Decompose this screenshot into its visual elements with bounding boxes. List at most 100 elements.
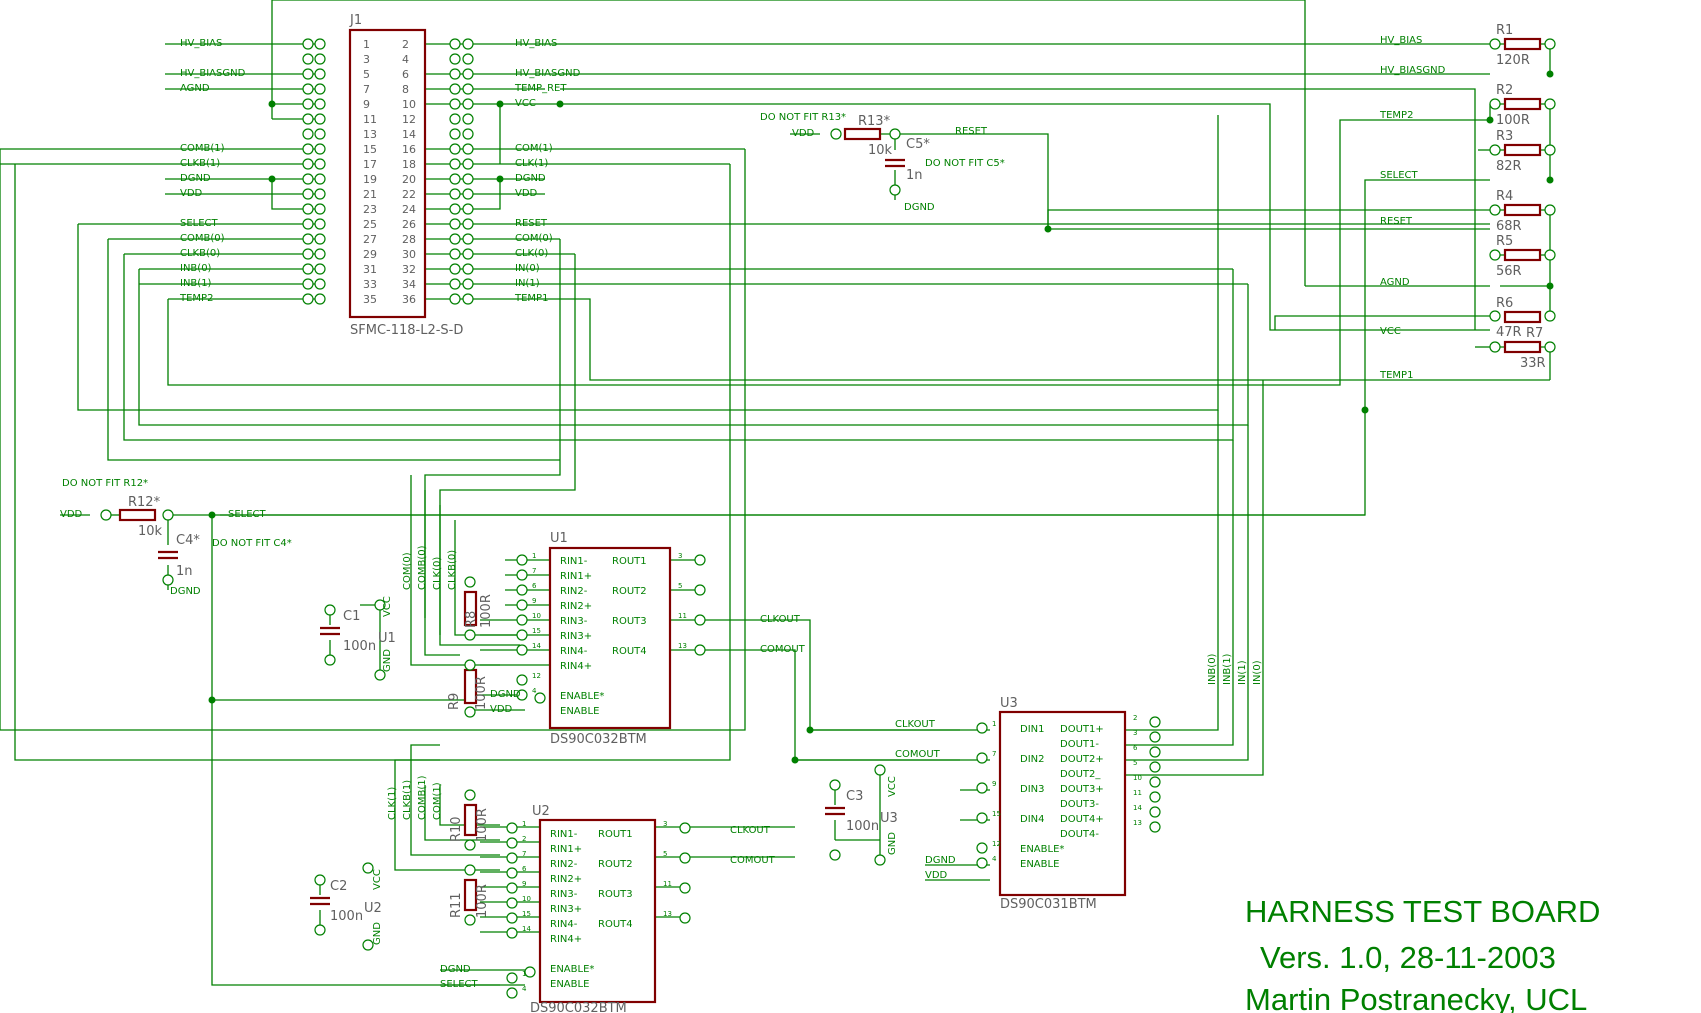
j1-terminal-15: [314, 143, 326, 155]
j1-terminal-8: [462, 83, 474, 95]
u1-value: DS90C032BTM: [550, 732, 647, 747]
j1-terminal-22: [462, 188, 474, 200]
u1-out-terminal: [694, 554, 706, 566]
r12-note: DO NOT FIT R12*: [62, 478, 148, 489]
u1-in-name: RIN3-: [560, 616, 588, 627]
u1-clkout: CLKOUT: [760, 614, 801, 625]
j1-pin-17: 17: [363, 158, 377, 171]
j1-left-net: HV_BIAS: [180, 38, 222, 49]
u1-in-name: RIN1+: [560, 571, 592, 582]
j1-pin-22: 22: [402, 188, 416, 201]
decoupling-c1: C1 100n U1 VCC GND: [320, 596, 396, 681]
j1-terminal-2: [449, 38, 461, 50]
j1-terminal-31: [314, 263, 326, 275]
title-line-1: HARNESS TEST BOARD: [1245, 894, 1600, 929]
j1-terminal-29: [302, 248, 314, 260]
j1-terminal-21: [302, 188, 314, 200]
u1-out-pin-11: 11: [678, 612, 687, 620]
r1-value: 120R: [1496, 53, 1530, 68]
u2-in-pin-7: 7: [522, 850, 526, 858]
u2-in-name: RIN1+: [550, 844, 582, 855]
c4-gnd: DGND: [170, 586, 201, 597]
j1-left-net: TEMP2: [179, 293, 213, 304]
u3-vcc: VCC: [887, 776, 898, 797]
j1-pin-5: 5: [363, 68, 370, 81]
j1-terminal-32: [462, 263, 474, 275]
u3-in-name: DIN1: [1020, 724, 1045, 735]
u1-gnd: GND: [382, 649, 393, 672]
r5-net: RESET: [1380, 216, 1413, 227]
j1-terminal-4: [449, 53, 461, 65]
u2-out-terminal: [679, 852, 691, 864]
u2-in-terminal: [506, 867, 518, 879]
j1-left-net: INB(0): [180, 263, 212, 274]
c2-value: 100n: [330, 909, 363, 924]
resistor-r6: R6 47R AGND: [1380, 277, 1556, 340]
j1-terminal-28: [462, 233, 474, 245]
u2-in-name: RIN2+: [550, 874, 582, 885]
u2-out-name: ROUT4: [598, 919, 633, 930]
j1-pin-12: 12: [402, 113, 416, 126]
j1-terminal-33: [302, 278, 314, 290]
j1-terminal-26: [449, 218, 461, 230]
u3-out-terminal: [1149, 806, 1161, 818]
u2-out-terminal: [679, 912, 691, 924]
u3-vertical-net: IN(0): [1252, 660, 1263, 685]
j1-right-net: VDD: [515, 188, 538, 199]
r3-net: TEMP2: [1379, 110, 1413, 121]
j1-left-net: SELECT: [180, 218, 219, 229]
j1-terminal-5: [302, 68, 314, 80]
j1-terminal-13: [302, 128, 314, 140]
j1-terminal-29: [314, 248, 326, 260]
u2-out-pin-3: 3: [663, 820, 667, 828]
j1-pin-4: 4: [402, 53, 409, 66]
j1-pin-35: 35: [363, 293, 377, 306]
u2-input-names: RIN1-RIN1+RIN2-RIN2+RIN3-RIN3+RIN4-RIN4+…: [550, 829, 594, 990]
u3-out-terminal: [1149, 776, 1161, 788]
u3-in-terminal: [976, 752, 988, 764]
u1-out-terminal: [694, 584, 706, 596]
j1-pin-8: 8: [402, 83, 409, 96]
u3-in-pin-9: 9: [992, 780, 996, 788]
u3-out-name: DOUT1-: [1060, 739, 1099, 750]
u2-gnd: GND: [372, 922, 383, 945]
u3-out-name: DOUT4+: [1060, 814, 1104, 825]
u1-in-terminal: [516, 599, 528, 611]
r1-ref: R1: [1496, 23, 1513, 38]
j1-terminal-27: [314, 233, 326, 245]
r9-ref: R9: [447, 693, 462, 710]
u1-in-terminal: [516, 614, 528, 626]
u3-in-name: DIN2: [1020, 754, 1045, 765]
u2-in-terminal: [506, 897, 518, 909]
j1-terminal-9: [314, 98, 326, 110]
u3-in-pin-1: 1: [992, 720, 996, 728]
u1-vdd: VDD: [490, 704, 513, 715]
r12-value: 10k: [138, 524, 163, 539]
j1-terminal-23: [314, 203, 326, 215]
c3-ref: C3: [846, 789, 863, 804]
u1-in-pin-6: 6: [532, 582, 537, 590]
j1-terminal-31: [302, 263, 314, 275]
u3-comout: COMOUT: [895, 749, 941, 760]
j1-pin-13: 13: [363, 128, 377, 141]
j1-ref: J1: [349, 13, 362, 28]
u1-vertical-net: COM(0): [402, 552, 413, 590]
j1-terminal-19: [314, 173, 326, 185]
u1-in-name: RIN4+: [560, 661, 592, 672]
u1-ref: U1: [550, 531, 568, 546]
u2-in-terminal: [506, 987, 518, 999]
u1-in-name: RIN2+: [560, 601, 592, 612]
u1-in-terminal: [516, 554, 528, 566]
u2-in-pin-1: 1: [522, 820, 526, 828]
u1-in-pin-9: 9: [532, 597, 536, 605]
j1-pin-terminals: [302, 38, 474, 305]
j1-terminal-13: [314, 128, 326, 140]
j1-pin-29: 29: [363, 248, 377, 261]
j1-terminal-33: [314, 278, 326, 290]
j1-left-net: INB(1): [180, 278, 212, 289]
j1-right-net: VCC: [515, 98, 536, 109]
u1-in-pin-15: 15: [532, 627, 541, 635]
j1-terminal-30: [462, 248, 474, 260]
u2-vertical-net: COMB(1): [417, 775, 428, 820]
